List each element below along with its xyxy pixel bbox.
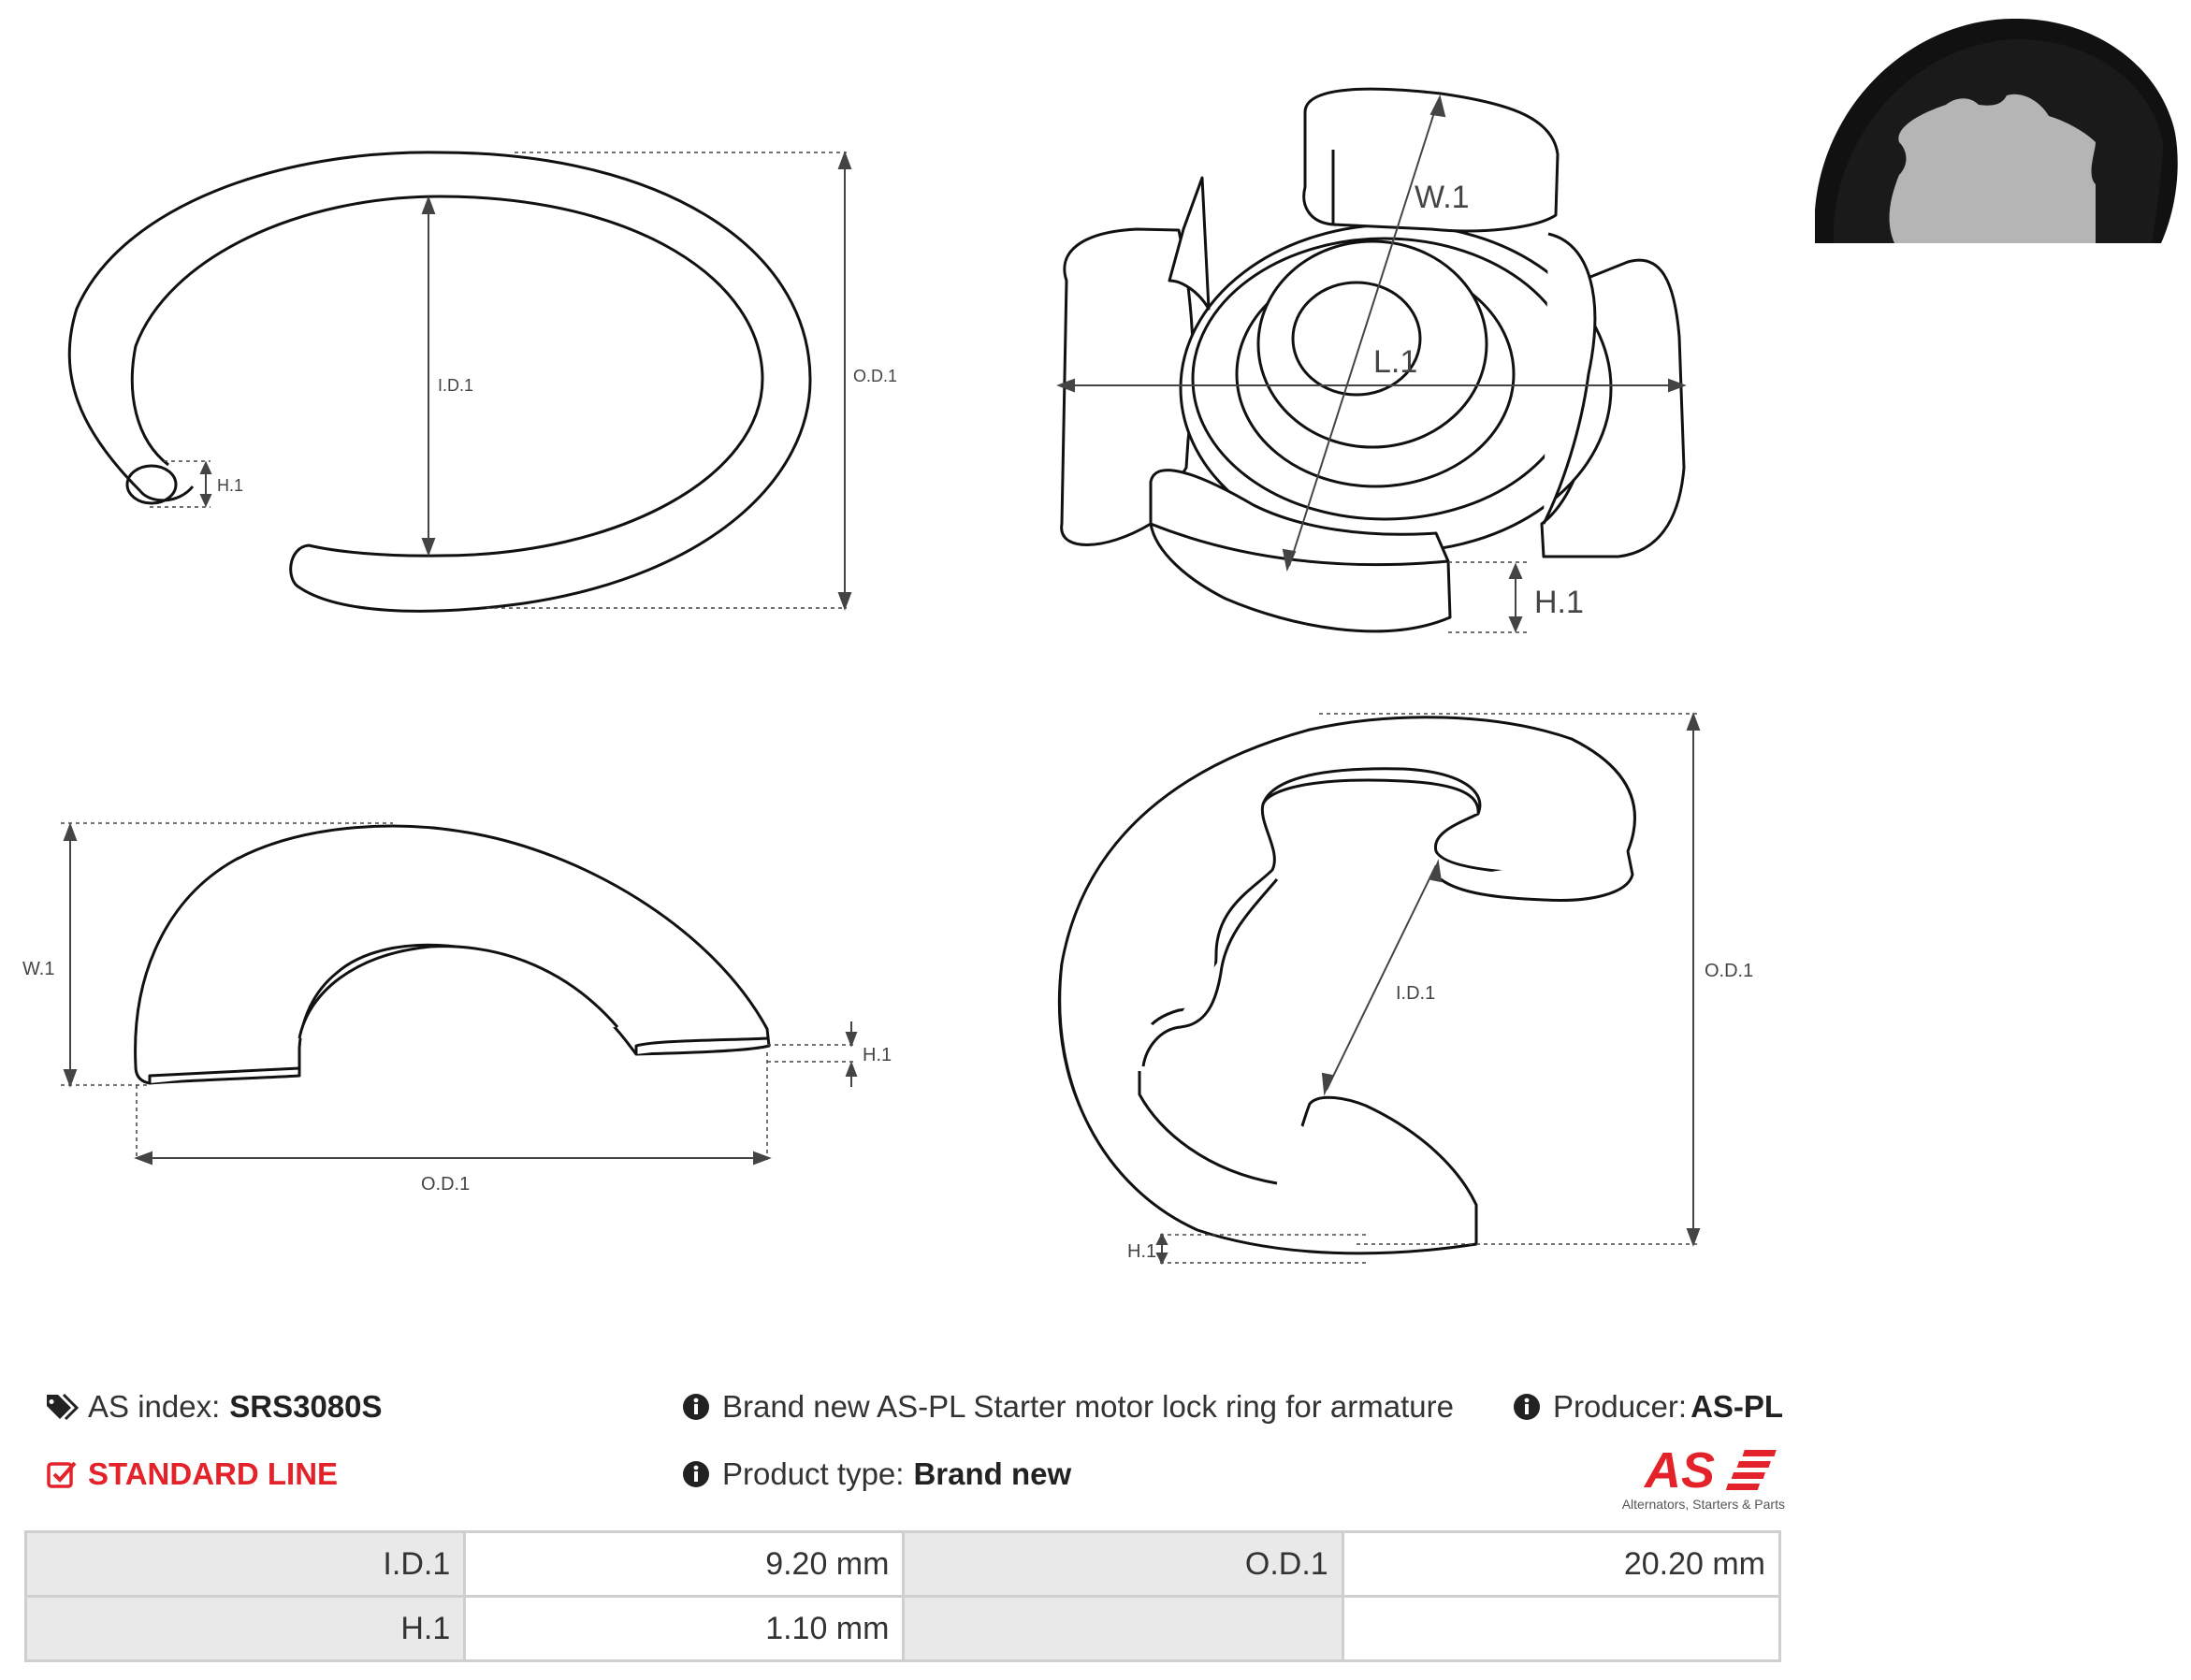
spec-label: H.1: [23, 1595, 467, 1662]
as-index-value: SRS3080S: [229, 1389, 383, 1424]
table-row: H.1 1.10 mm: [23, 1595, 1782, 1662]
h-label: H.1: [1127, 1241, 1156, 1262]
description: Brand new AS-PL Starter motor lock ring …: [677, 1388, 1454, 1426]
standard-line-text: STANDARD LINE: [88, 1456, 339, 1491]
tags-icon: [43, 1388, 80, 1426]
spec-label: [902, 1595, 1344, 1662]
spec-value: [1341, 1595, 1782, 1662]
info-icon: [1508, 1388, 1545, 1426]
description-text: Brand new AS-PL Starter motor lock ring …: [722, 1389, 1454, 1424]
spec-value: 1.10 mm: [463, 1595, 906, 1662]
spec-value: 9.20 mm: [463, 1530, 906, 1598]
as-index: AS index: SRS3080S: [43, 1388, 383, 1426]
od-label: O.D.1: [853, 367, 897, 385]
h-label: H.1: [217, 476, 243, 495]
h-label: H.1: [863, 1045, 892, 1065]
product-type-label: Product type:: [722, 1456, 905, 1491]
w-label: W.1: [22, 959, 54, 979]
as-logo-text: AS: [1643, 1442, 1715, 1497]
producer-value: AS-PL: [1690, 1389, 1784, 1424]
checkbox-checked-icon: [43, 1456, 80, 1493]
producer-label: Producer:: [1553, 1389, 1688, 1424]
id-label: I.D.1: [438, 376, 473, 395]
as-logo-mark: AS: [1643, 1442, 1777, 1499]
drawing-ring-perspective: I.D.1 O.D.1 H.1: [67, 151, 897, 613]
od-label: O.D.1: [1705, 961, 1753, 981]
standard-line: STANDARD LINE: [43, 1456, 338, 1493]
spec-label: I.D.1: [23, 1530, 467, 1598]
producer: Producer: AS-PL: [1508, 1388, 1783, 1426]
w-label: W.1: [1415, 180, 1470, 215]
h-label: H.1: [1534, 585, 1584, 620]
id-label: I.D.1: [1396, 983, 1435, 1004]
product-photo: [1815, 11, 2191, 243]
drawing-clip-isometric: W.1 L.1 H.1: [1056, 87, 1687, 633]
info-icon: [677, 1456, 715, 1493]
od-label: O.D.1: [421, 1174, 470, 1195]
table-row: I.D.1 9.20 mm O.D.1 20.20 mm: [23, 1530, 1782, 1598]
l-label: L.1: [1373, 344, 1417, 380]
spec-label: O.D.1: [902, 1530, 1344, 1598]
drawing-eclip-perspective: I.D.1 O.D.1 H.1: [1057, 712, 1753, 1266]
product-type: Product type: Brand new: [677, 1456, 1071, 1493]
spec-table: I.D.1 9.20 mm O.D.1 20.20 mm H.1 1.10 mm: [23, 1530, 1782, 1662]
info-icon: [677, 1388, 715, 1426]
drawing-clip-profile: W.1 H.1 O.D.1: [22, 822, 892, 1195]
product-type-value: Brand new: [913, 1456, 1072, 1491]
as-pl-logo: AS Alternators, Starters & Parts: [1607, 1441, 1785, 1513]
as-index-label: AS index:: [88, 1389, 221, 1424]
spec-value: 20.20 mm: [1341, 1530, 1782, 1598]
technical-drawings: I.D.1 O.D.1 H.1: [22, 87, 1753, 1266]
logo-tagline: Alternators, Starters & Parts: [1621, 1497, 1785, 1512]
